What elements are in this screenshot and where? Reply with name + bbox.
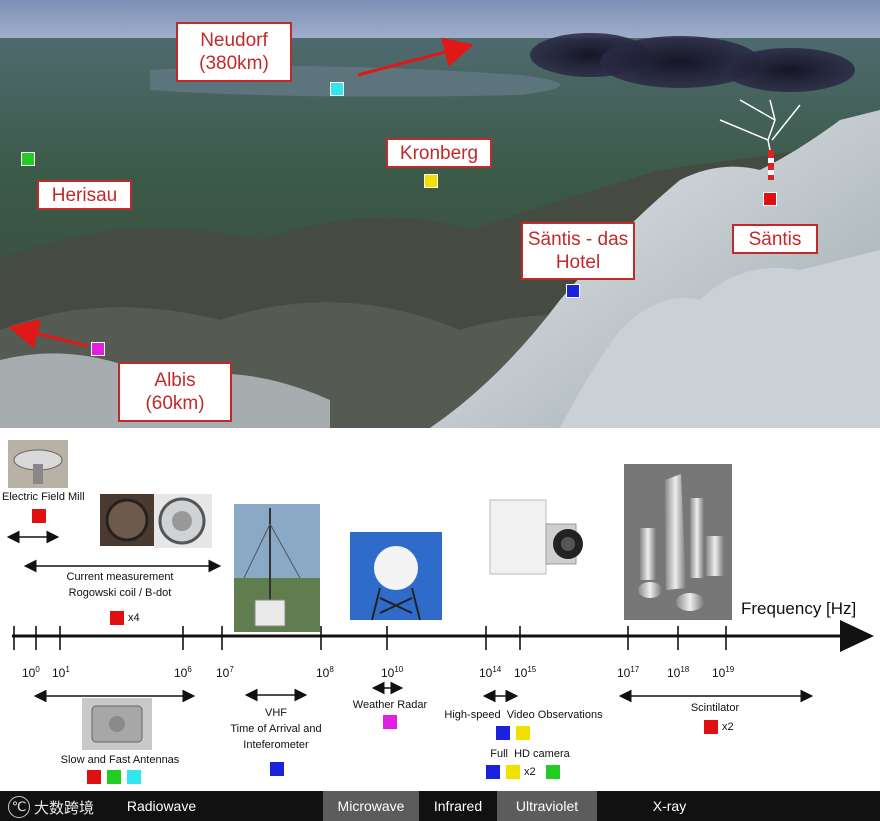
tick-label-10: 1010 <box>381 665 404 680</box>
tick-label-18: 1018 <box>667 665 690 680</box>
band-label-xray: X-ray <box>652 798 687 814</box>
label-full-hd-camera: Full HD camera <box>490 748 570 760</box>
label-saentis: Säntis <box>732 224 818 254</box>
band-label-microwave: Microwave <box>337 798 405 814</box>
band-infrared: Infrared <box>419 791 497 821</box>
weather-radar-photo <box>350 532 442 621</box>
marker-albis <box>91 342 105 356</box>
watermark: ℃ 大数跨境 <box>8 796 94 818</box>
tick-label-15: 1015 <box>514 665 537 680</box>
marker-kronberg <box>424 174 438 188</box>
location-distance-albis: (60km) <box>145 393 205 414</box>
band-ultraviolet: Ultraviolet <box>497 791 597 821</box>
band-xray: X-ray <box>597 791 742 821</box>
tick-label-7: 107 <box>216 665 234 680</box>
location-distance-neudorf: (380km) <box>199 53 269 74</box>
tick-label-1: 101 <box>52 665 70 680</box>
scintillator-photo <box>624 464 732 620</box>
current-sensor-marker <box>110 611 124 625</box>
band-filler <box>742 791 880 821</box>
antenna-marker-green <box>107 770 121 784</box>
band-radiowave: Radiowave <box>0 791 323 821</box>
location-name-albis: Albis <box>154 370 196 391</box>
antenna-marker-cyan <box>127 770 141 784</box>
tick-label-6: 106 <box>174 665 192 680</box>
marker-saentis <box>763 192 777 206</box>
label-herisau: Herisau <box>37 180 132 210</box>
location-name-neudorf: Neudorf <box>200 30 268 51</box>
label-scintilator-count: x2 <box>722 721 734 733</box>
antenna-photo <box>82 698 152 750</box>
watermark-text: 大数跨境 <box>34 798 95 817</box>
label-albis: Albis (60km) <box>118 362 232 422</box>
axis-title: Frequency [Hz] <box>741 599 857 618</box>
label-vhf: VHF <box>265 707 287 719</box>
label-current-measurement: Current measurement <box>66 571 174 583</box>
highspeed-marker-blue <box>496 726 510 740</box>
radar-marker <box>383 715 397 729</box>
marker-herisau <box>21 152 35 166</box>
vhf-marker <box>270 762 284 776</box>
label-scintilator: Scintilator <box>690 702 740 714</box>
label-neudorf: Neudorf (380km) <box>176 22 292 82</box>
location-name-saentis: Säntis <box>748 228 802 250</box>
watermark-logo-icon: ℃ <box>8 796 30 818</box>
marker-saentis-hotel <box>566 284 580 298</box>
band-label-radiowave: Radiowave <box>126 798 197 814</box>
hd-marker-yellow <box>506 765 520 779</box>
rogowski-coil-photo <box>100 494 212 548</box>
location-sub-saentis-hotel: Hotel <box>555 252 601 273</box>
highspeed-marker-yellow <box>516 726 530 740</box>
tick-label-8: 108 <box>316 665 334 680</box>
label-high-speed-video: High-speed Video Observations <box>444 709 603 721</box>
label-current-count: x4 <box>128 612 140 624</box>
location-name-saentis-hotel: Säntis - das <box>527 229 629 250</box>
label-saentis-hotel: Säntis - das Hotel <box>521 222 635 280</box>
band-microwave: Microwave <box>323 791 419 821</box>
electric-field-mill-photo <box>8 440 68 488</box>
tick-label-14: 1014 <box>479 665 502 680</box>
band-label-infrared: Infrared <box>433 798 483 814</box>
hd-marker-blue <box>486 765 500 779</box>
label-kronberg: Kronberg <box>386 138 492 168</box>
efm-sensor-marker <box>32 509 46 523</box>
antenna-marker-red <box>87 770 101 784</box>
label-weather-radar: Weather Radar <box>352 699 428 711</box>
label-electric-field-mill: Electric Field Mill <box>2 491 85 503</box>
tick-label-19: 1019 <box>712 665 735 680</box>
label-hd-count: x2 <box>524 766 536 778</box>
label-vhf-toa: Time of Arrival and <box>230 723 322 735</box>
marker-neudorf <box>330 82 344 96</box>
hd-marker-green <box>546 765 560 779</box>
tick-marks <box>13 626 727 650</box>
band-label-ultraviolet: Ultraviolet <box>515 798 579 814</box>
label-slow-fast-antennas: Slow and Fast Antennas <box>60 754 180 766</box>
scintilator-marker <box>704 720 718 734</box>
location-name-kronberg: Kronberg <box>399 142 479 164</box>
tick-label-0: 100 <box>22 665 40 680</box>
label-vhf-interferometer: Inteferometer <box>243 739 309 751</box>
tick-label-17: 1017 <box>617 665 640 680</box>
aerial-map: Neudorf (380km) Herisau Kronberg Säntis … <box>0 0 880 428</box>
frequency-axis <box>12 620 874 652</box>
location-name-herisau: Herisau <box>51 184 118 206</box>
vhf-antenna-photo <box>234 504 320 632</box>
high-speed-camera-photo <box>489 499 583 575</box>
instrument-diagram <box>6 440 874 750</box>
label-rogowski-coil: Rogowski coil / B-dot <box>68 587 172 599</box>
